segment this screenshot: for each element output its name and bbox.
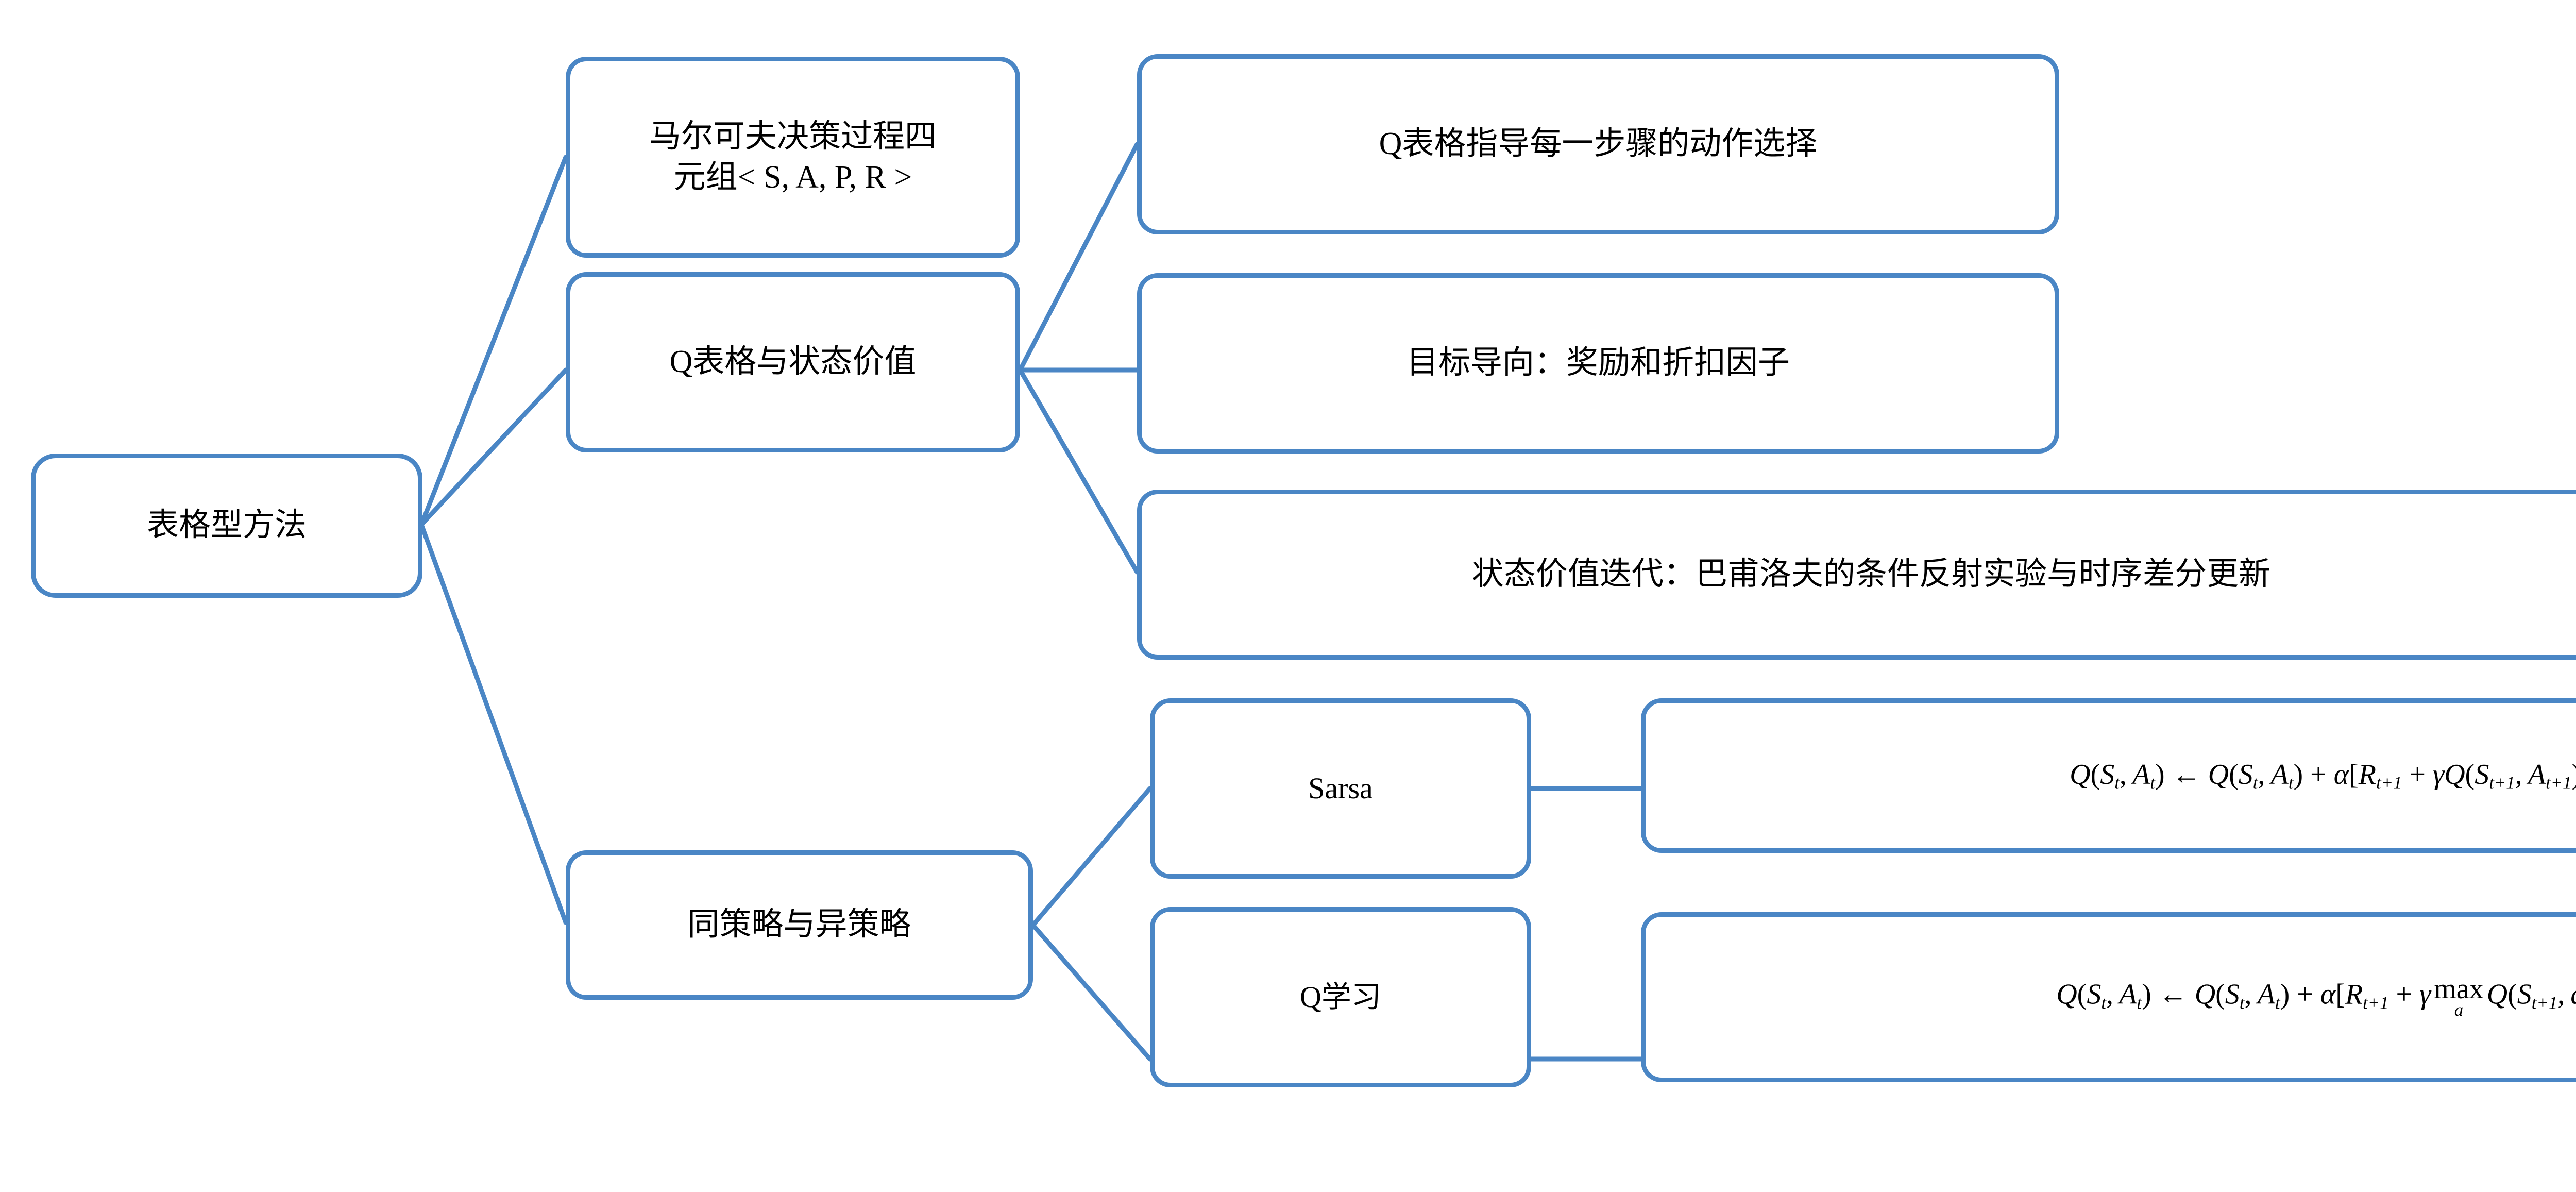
node-mdp-label: 马尔可夫决策过程四 元组< S, A, P, R > <box>649 119 937 195</box>
node-on-off-policy-label: 同策略与异策略 <box>687 907 911 943</box>
node-on-off-policy[interactable]: 同策略与异策略 <box>566 850 1033 1000</box>
edge-root-to-qtable <box>419 367 568 527</box>
node-root-label: 表格型方法 <box>146 508 307 543</box>
edge-onoffpolicy-to-sarsa <box>1030 786 1153 928</box>
node-q-guides-action-label: Q表格指导每一步骤的动作选择 <box>1379 126 1818 162</box>
node-q-guides-action[interactable]: Q表格指导每一步骤的动作选择 <box>1137 54 2059 234</box>
node-state-value-iteration[interactable]: 状态价值迭代：巴甫洛夫的条件反射实验与时序差分更新 <box>1137 490 2576 660</box>
node-sarsa[interactable]: Sarsa <box>1150 698 1531 879</box>
node-goal-oriented[interactable]: 目标导向：奖励和折扣因子 <box>1137 273 2059 454</box>
node-mdp[interactable]: 马尔可夫决策过程四 元组< S, A, P, R > <box>566 57 1020 258</box>
node-q-table-state-value[interactable]: Q表格与状态价值 <box>566 272 1020 452</box>
sarsa-formula-text: Q(St, At) ← Q(St, At) + α[Rt+1 + γQ(St+1… <box>2070 758 2576 793</box>
edge-qtable-to-statevalue <box>1018 367 1140 575</box>
node-sarsa-formula[interactable]: Q(St, At) ← Q(St, At) + α[Rt+1 + γQ(St+1… <box>1641 698 2576 853</box>
node-sarsa-label: Sarsa <box>1308 771 1373 805</box>
edge-onoffpolicy-to-qlearning <box>1030 922 1153 1062</box>
node-q-table-state-value-label: Q表格与状态价值 <box>669 344 917 380</box>
node-q-learning[interactable]: Q学习 <box>1150 907 1531 1087</box>
node-q-learning-label: Q学习 <box>1300 980 1381 1014</box>
node-root[interactable]: 表格型方法 <box>31 454 422 598</box>
node-state-value-iteration-label: 状态价值迭代：巴甫洛夫的条件反射实验与时序差分更新 <box>1471 557 2270 592</box>
edge-root-to-onoffpolicy <box>419 522 568 925</box>
edge-root-to-mdp <box>419 155 568 527</box>
node-goal-oriented-label: 目标导向：奖励和折扣因子 <box>1406 345 1790 381</box>
edge-qtable-to-qguides <box>1018 142 1140 373</box>
